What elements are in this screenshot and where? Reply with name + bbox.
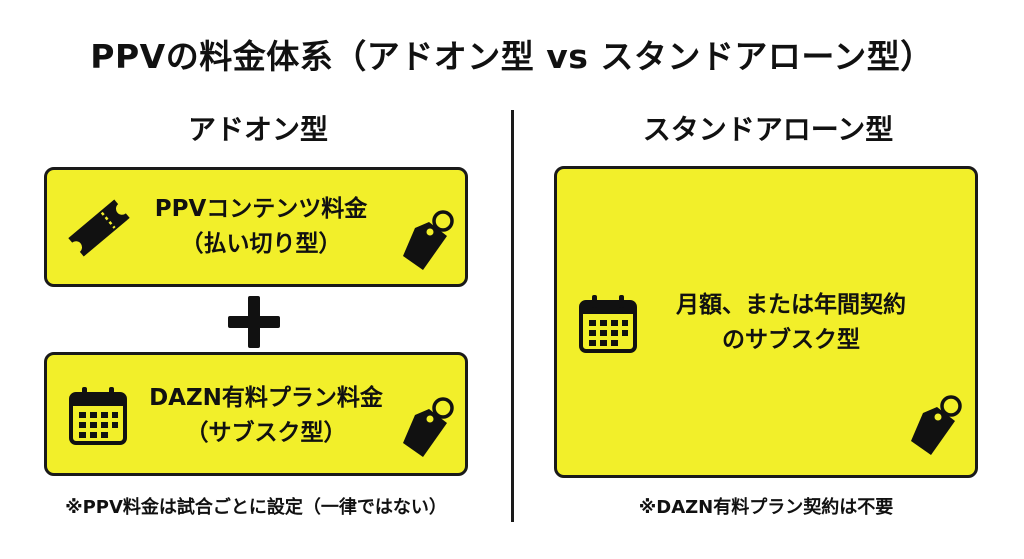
addon-note: ※PPV料金は試合ごとに設定（一律ではない） bbox=[65, 497, 447, 518]
standalone-note: ※DAZN有料プラン契約は不要 bbox=[638, 497, 894, 518]
dazn-plan-fee-text: DAZN有料プラン料金 （サブスク型） bbox=[47, 381, 465, 451]
price-tag-icon bbox=[399, 208, 459, 278]
price-tag-icon bbox=[907, 393, 967, 463]
ppv-fee-line2: （払い切り型） bbox=[180, 231, 342, 257]
ppv-fee-text: PPVコンテンツ料金 （払い切り型） bbox=[47, 192, 465, 262]
diagram-title: PPVの料金体系（アドオン型 vs スタンドアローン型） bbox=[90, 37, 934, 76]
dazn-plan-fee-line1: DAZN有料プラン料金 bbox=[149, 385, 383, 411]
standalone-line2: のサブスク型 bbox=[722, 327, 860, 353]
standalone-heading: スタンドアローン型 bbox=[642, 113, 894, 146]
dazn-plan-fee-box: DAZN有料プラン料金 （サブスク型） bbox=[44, 352, 468, 476]
standalone-subscription-text: 月額、または年間契約 のサブスク型 bbox=[557, 288, 975, 358]
calendar-icon bbox=[577, 293, 639, 355]
addon-heading: アドオン型 bbox=[187, 113, 328, 146]
plus-operator bbox=[224, 292, 284, 352]
column-divider bbox=[511, 110, 514, 522]
standalone-line1: 月額、または年間契約 bbox=[676, 292, 906, 318]
calendar-icon bbox=[67, 385, 129, 447]
dazn-plan-fee-line2: （サブスク型） bbox=[185, 420, 347, 446]
ppv-fee-line1: PPVコンテンツ料金 bbox=[154, 196, 368, 222]
ppv-fee-box: PPVコンテンツ料金 （払い切り型） bbox=[44, 167, 468, 287]
standalone-subscription-box: 月額、または年間契約 のサブスク型 bbox=[554, 166, 978, 478]
price-tag-icon bbox=[399, 395, 459, 465]
ticket-icon bbox=[63, 192, 135, 264]
